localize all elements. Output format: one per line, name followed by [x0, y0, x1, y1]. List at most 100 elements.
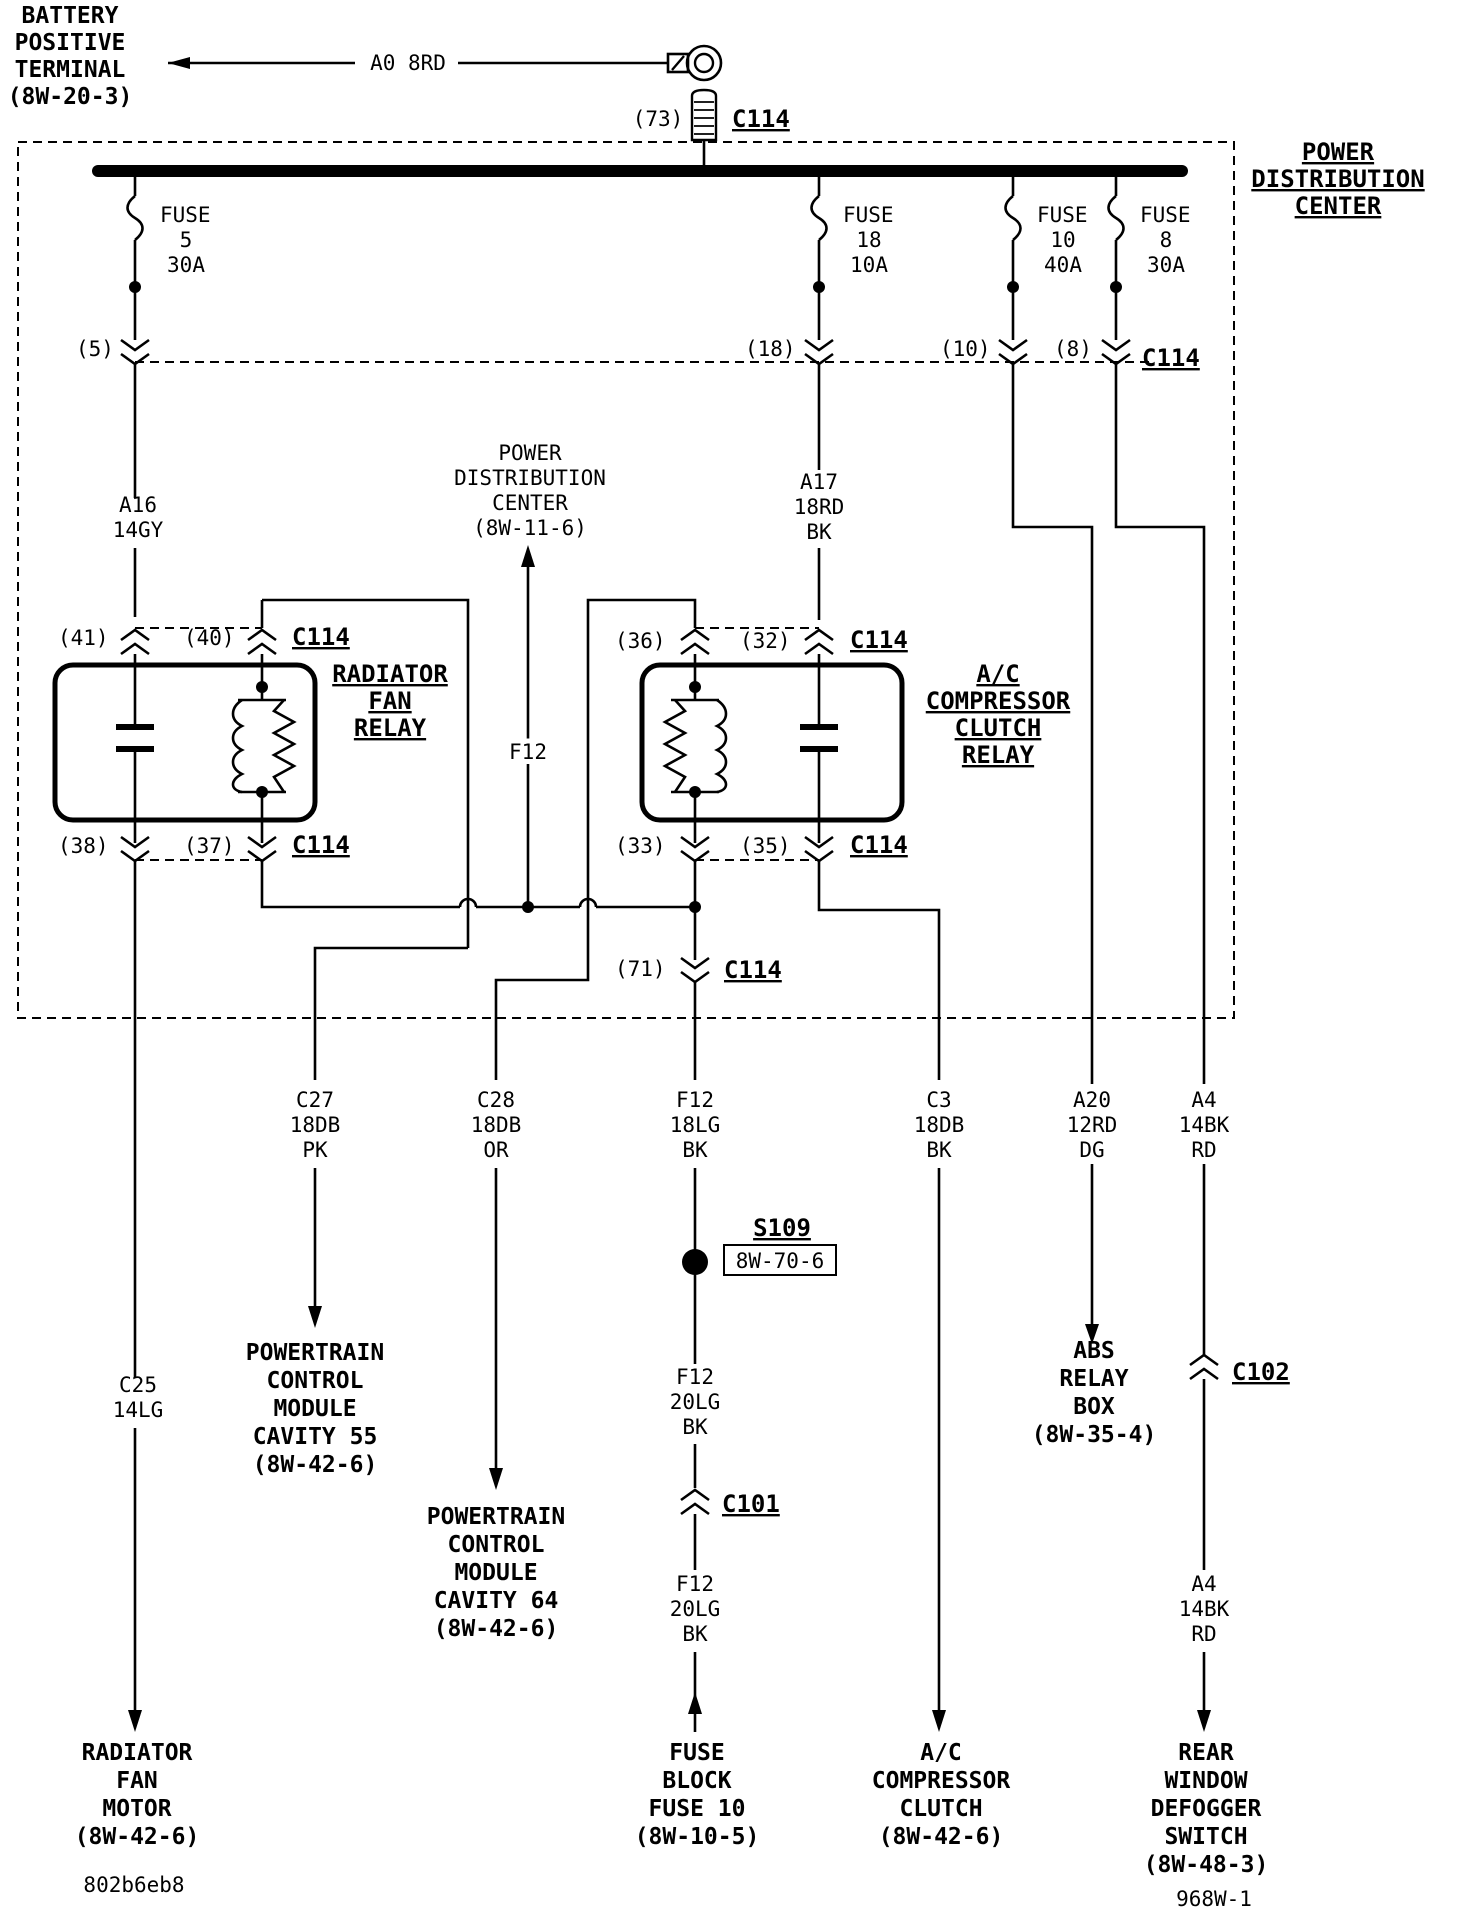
svg-text:MODULE: MODULE [454, 1560, 537, 1586]
fuse-10: FUSE 10 40A [1004, 171, 1088, 340]
svg-text:A4: A4 [1191, 1572, 1216, 1596]
pin-8: (8) [1054, 337, 1092, 361]
svg-text:(8W-20-3): (8W-20-3) [8, 84, 133, 110]
connector-c102: C102 [1189, 1353, 1290, 1386]
battery-label: BATTERY POSITIVE TERMINAL (8W-20-3) [8, 3, 133, 110]
battery-terminal-eyelet-icon [666, 44, 723, 82]
svg-text:A16: A16 [119, 493, 157, 517]
destination-pcm-cavity-55: POWERTRAIN CONTROL MODULE CAVITY 55 (8W-… [246, 1340, 384, 1478]
svg-text:12RD: 12RD [1067, 1113, 1118, 1137]
svg-text:BLOCK: BLOCK [662, 1768, 731, 1794]
svg-text:F12: F12 [676, 1088, 714, 1112]
wire-a4-label-b: A4 14BK RD [1179, 1572, 1230, 1646]
svg-text:FUSE: FUSE [843, 203, 894, 227]
svg-text:C25: C25 [119, 1373, 157, 1397]
svg-text:18DB: 18DB [471, 1113, 522, 1137]
svg-text:POWER: POWER [1302, 138, 1375, 166]
fuse-5: FUSE 5 30A [126, 171, 211, 340]
svg-text:C102: C102 [1232, 1358, 1290, 1386]
svg-text:BATTERY: BATTERY [22, 3, 119, 29]
svg-text:20LG: 20LG [670, 1597, 721, 1621]
svg-text:F12: F12 [676, 1572, 714, 1596]
svg-text:A/C: A/C [920, 1740, 962, 1766]
battery-feed-wire: A0 8RD [168, 51, 668, 75]
svg-text:RELAY: RELAY [354, 714, 427, 742]
svg-text:5: 5 [180, 228, 193, 252]
splice-dot-icon [682, 1249, 708, 1275]
svg-text:F12: F12 [509, 740, 547, 764]
svg-text:FUSE 10: FUSE 10 [649, 1796, 746, 1822]
pin-33: (33) [615, 834, 666, 858]
svg-text:PK: PK [302, 1138, 328, 1162]
destination-pcm-cavity-64: POWERTRAIN CONTROL MODULE CAVITY 64 (8W-… [427, 1504, 565, 1642]
wire-f12-internal: F12 F12 [260, 545, 701, 913]
svg-text:14BK: 14BK [1179, 1113, 1230, 1137]
pin-36: (36) [615, 629, 666, 653]
destination-ac-compressor-clutch: A/C COMPRESSOR CLUTCH (8W-42-6) [872, 1740, 1011, 1850]
connector-c114-label: C114 [732, 105, 790, 133]
svg-text:POWER: POWER [498, 441, 562, 465]
wire-f12-label-b: F12 20LG BK [660, 1364, 730, 1444]
footer-right-code: 968W-1 [1176, 1887, 1252, 1908]
svg-text:(8W-42-6): (8W-42-6) [434, 1616, 559, 1642]
svg-text:CONTROL: CONTROL [448, 1532, 545, 1558]
connector-c114-feed: (73) C114 [633, 88, 790, 170]
svg-text:18LG: 18LG [670, 1113, 721, 1137]
ac-relay-label: A/C COMPRESSOR CLUTCH RELAY [926, 660, 1071, 769]
pdc-reference-label: POWER DISTRIBUTION CENTER (8W-11-6) [454, 441, 606, 540]
svg-text:40A: 40A [1044, 253, 1082, 277]
svg-text:S109: S109 [753, 1214, 811, 1242]
svg-text:(8W-48-3): (8W-48-3) [1144, 1852, 1269, 1878]
radiator-fan-relay-label: RADIATOR FAN RELAY [332, 660, 448, 742]
destination-abs-relay-box: ABS RELAY BOX (8W-35-4) [1032, 1338, 1157, 1448]
destination-rear-window-defogger-switch: REAR WINDOW DEFOGGER SWITCH (8W-48-3) [1144, 1740, 1269, 1878]
svg-text:CAVITY 55: CAVITY 55 [253, 1424, 378, 1450]
svg-text:TERMINAL: TERMINAL [15, 57, 126, 83]
svg-text:C28: C28 [477, 1088, 515, 1112]
svg-text:BK: BK [682, 1415, 708, 1439]
svg-text:(8W-42-6): (8W-42-6) [879, 1824, 1004, 1850]
svg-text:C101: C101 [722, 1490, 780, 1518]
svg-text:FUSE: FUSE [669, 1740, 724, 1766]
svg-text:DEFOGGER: DEFOGGER [1151, 1796, 1262, 1822]
svg-text:BK: BK [806, 520, 832, 544]
wire-f12-label-c: F12 20LG BK [670, 1572, 721, 1646]
svg-text:MOTOR: MOTOR [102, 1796, 171, 1822]
wire-a16-label: A16 14GY [113, 493, 164, 542]
svg-text:30A: 30A [1147, 253, 1185, 277]
wire-c3 [817, 861, 941, 1080]
svg-text:FAN: FAN [116, 1768, 158, 1794]
svg-text:20LG: 20LG [670, 1390, 721, 1414]
svg-text:MODULE: MODULE [273, 1396, 356, 1422]
svg-text:14GY: 14GY [113, 518, 164, 542]
pin-32: (32) [740, 629, 791, 653]
svg-text:(8W-35-4): (8W-35-4) [1032, 1422, 1157, 1448]
svg-text:CLUTCH: CLUTCH [899, 1796, 982, 1822]
svg-text:8W-70-6: 8W-70-6 [736, 1249, 825, 1273]
svg-text:RD: RD [1191, 1622, 1216, 1646]
wire-a20 [1011, 364, 1094, 1326]
svg-text:RELAY: RELAY [962, 741, 1035, 769]
svg-text:CENTER: CENTER [1295, 192, 1382, 220]
svg-text:BK: BK [926, 1138, 952, 1162]
svg-text:C114: C114 [850, 831, 908, 859]
svg-text:POWERTRAIN: POWERTRAIN [246, 1340, 384, 1366]
pdc-title: POWER DISTRIBUTION CENTER [1251, 138, 1424, 220]
destination-fuse-block-fuse-10: FUSE BLOCK FUSE 10 (8W-10-5) [635, 1740, 760, 1850]
svg-text:18DB: 18DB [290, 1113, 341, 1137]
svg-text:C27: C27 [296, 1088, 334, 1112]
splice-s109: S109 8W-70-6 [682, 1214, 837, 1276]
svg-text:BK: BK [682, 1138, 708, 1162]
connector-c114-pin-71: (71) C114 [615, 956, 782, 984]
footer-left-code: 802b6eb8 [83, 1873, 184, 1897]
pin-18: (18) [745, 337, 796, 361]
pin-41: (41) [58, 626, 109, 650]
svg-text:OR: OR [483, 1138, 509, 1162]
svg-text:RADIATOR: RADIATOR [332, 660, 448, 688]
svg-text:RD: RD [1191, 1138, 1216, 1162]
wire-a4 [1114, 364, 1206, 1355]
svg-text:BK: BK [682, 1622, 708, 1646]
svg-text:10A: 10A [850, 253, 888, 277]
fuse-18: FUSE 18 10A [810, 171, 894, 340]
svg-text:COMPRESSOR: COMPRESSOR [926, 687, 1071, 715]
